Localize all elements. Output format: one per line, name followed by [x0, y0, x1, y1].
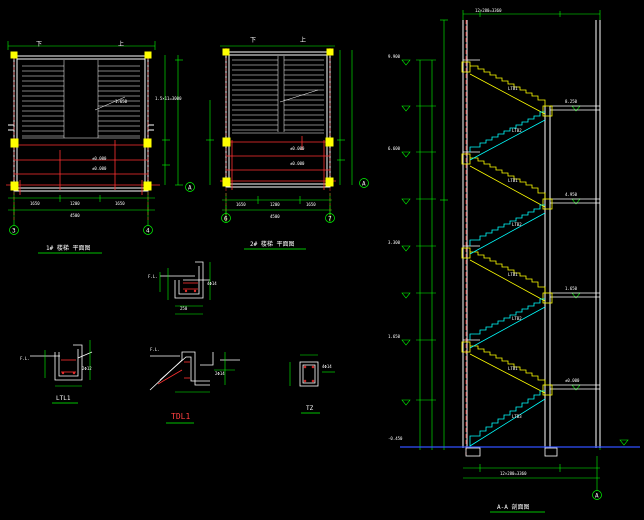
svg-text:1650: 1650: [30, 201, 40, 206]
plan2-down-label: 下: [250, 37, 256, 44]
plan2-title: 2# 楼梯 平面图: [250, 240, 294, 248]
section-title: A-A 剖面图: [497, 503, 529, 511]
svg-text:LTB1: LTB1: [508, 178, 518, 183]
tdl1-label: TDL1: [171, 412, 190, 421]
svg-text:LTB1: LTB1: [508, 86, 518, 91]
svg-text:1.5×11=3000: 1.5×11=3000: [155, 96, 182, 101]
plan2-axis-left: 6: [224, 216, 228, 223]
svg-text:2Φ12: 2Φ12: [82, 366, 92, 371]
svg-text:12×280=3360: 12×280=3360: [500, 471, 527, 476]
svg-text:4500: 4500: [70, 213, 80, 218]
svg-text:8.250: 8.250: [565, 99, 578, 104]
svg-text:4Φ14: 4Φ14: [322, 364, 332, 369]
svg-text:1.650: 1.650: [115, 99, 128, 104]
svg-text:±0.000: ±0.000: [290, 161, 305, 166]
svg-text:1200: 1200: [70, 201, 80, 206]
svg-text:F.L.: F.L.: [20, 356, 30, 361]
svg-text:±0.000: ±0.000: [565, 378, 580, 383]
svg-text:LTB1: LTB1: [508, 366, 518, 371]
plan2-axis-right: 7: [328, 216, 332, 223]
svg-text:1200: 1200: [270, 202, 280, 207]
svg-text:4500: 4500: [270, 214, 280, 219]
section-a-a: 9.900 6.600 3.300 1.650 -0.450 8.250 4.9…: [388, 8, 640, 513]
plan-2-stair: ±0.000 ±0.000 1650 1200 1650 4500 下 上 6 …: [206, 36, 369, 250]
plan1-up-label: 上: [118, 40, 124, 48]
svg-text:3.300: 3.300: [388, 240, 401, 245]
svg-text:LTB2: LTB2: [512, 316, 522, 321]
plan2-up-label: 上: [300, 36, 306, 44]
detail-beam-section: F.L. 250 4Φ14: [148, 261, 217, 315]
svg-text:4.950: 4.950: [565, 192, 578, 197]
svg-text:±0.000: ±0.000: [92, 156, 107, 161]
svg-text:LTB3: LTB3: [512, 414, 522, 419]
svg-text:12×280=3360: 12×280=3360: [475, 8, 502, 13]
svg-text:2Φ14: 2Φ14: [215, 371, 225, 376]
svg-text:LTB2: LTB2: [512, 222, 522, 227]
svg-text:±0.000: ±0.000: [92, 166, 107, 171]
svg-text:6.600: 6.600: [388, 146, 401, 151]
svg-text:4Φ14: 4Φ14: [207, 281, 217, 286]
svg-text:1650: 1650: [236, 202, 246, 207]
plan1-title: 1# 楼梯 平面图: [46, 244, 90, 252]
svg-text:1.650: 1.650: [565, 286, 578, 291]
ltl1-label: LTL1: [56, 395, 71, 402]
plan1-axis-left: 3: [12, 228, 16, 235]
plan-1-stair: ±0.000 ±0.000 1.650 1650 1200 1650 4500 …: [6, 40, 195, 254]
detail-tz: 4Φ14 TZ: [289, 354, 335, 414]
plan1-axis-side: A: [188, 185, 192, 192]
svg-text:250: 250: [180, 306, 188, 311]
svg-text:1650: 1650: [115, 201, 125, 206]
svg-text:F.L.: F.L.: [148, 274, 158, 279]
svg-text:F.L.: F.L.: [150, 347, 160, 352]
plan2-axis-side: A: [362, 181, 366, 188]
svg-text:1.650: 1.650: [388, 334, 401, 339]
detail-ltl1: F.L. 2Φ12 LTL1: [20, 340, 92, 404]
svg-text:±0.000: ±0.000: [290, 146, 305, 151]
tz-label: TZ: [306, 405, 314, 412]
svg-text:9.900: 9.900: [388, 54, 401, 59]
svg-text:LTB1: LTB1: [508, 272, 518, 277]
svg-text:1650: 1650: [306, 202, 316, 207]
detail-tdl1: F.L. 2Φ14 TDL1: [149, 347, 240, 424]
plan1-down-label: 下: [36, 41, 42, 48]
plan1-axis-right: 4: [146, 228, 150, 235]
svg-text:LTB2: LTB2: [512, 128, 522, 133]
svg-text:-0.450: -0.450: [388, 436, 403, 441]
section-axis-label: A: [595, 493, 599, 500]
